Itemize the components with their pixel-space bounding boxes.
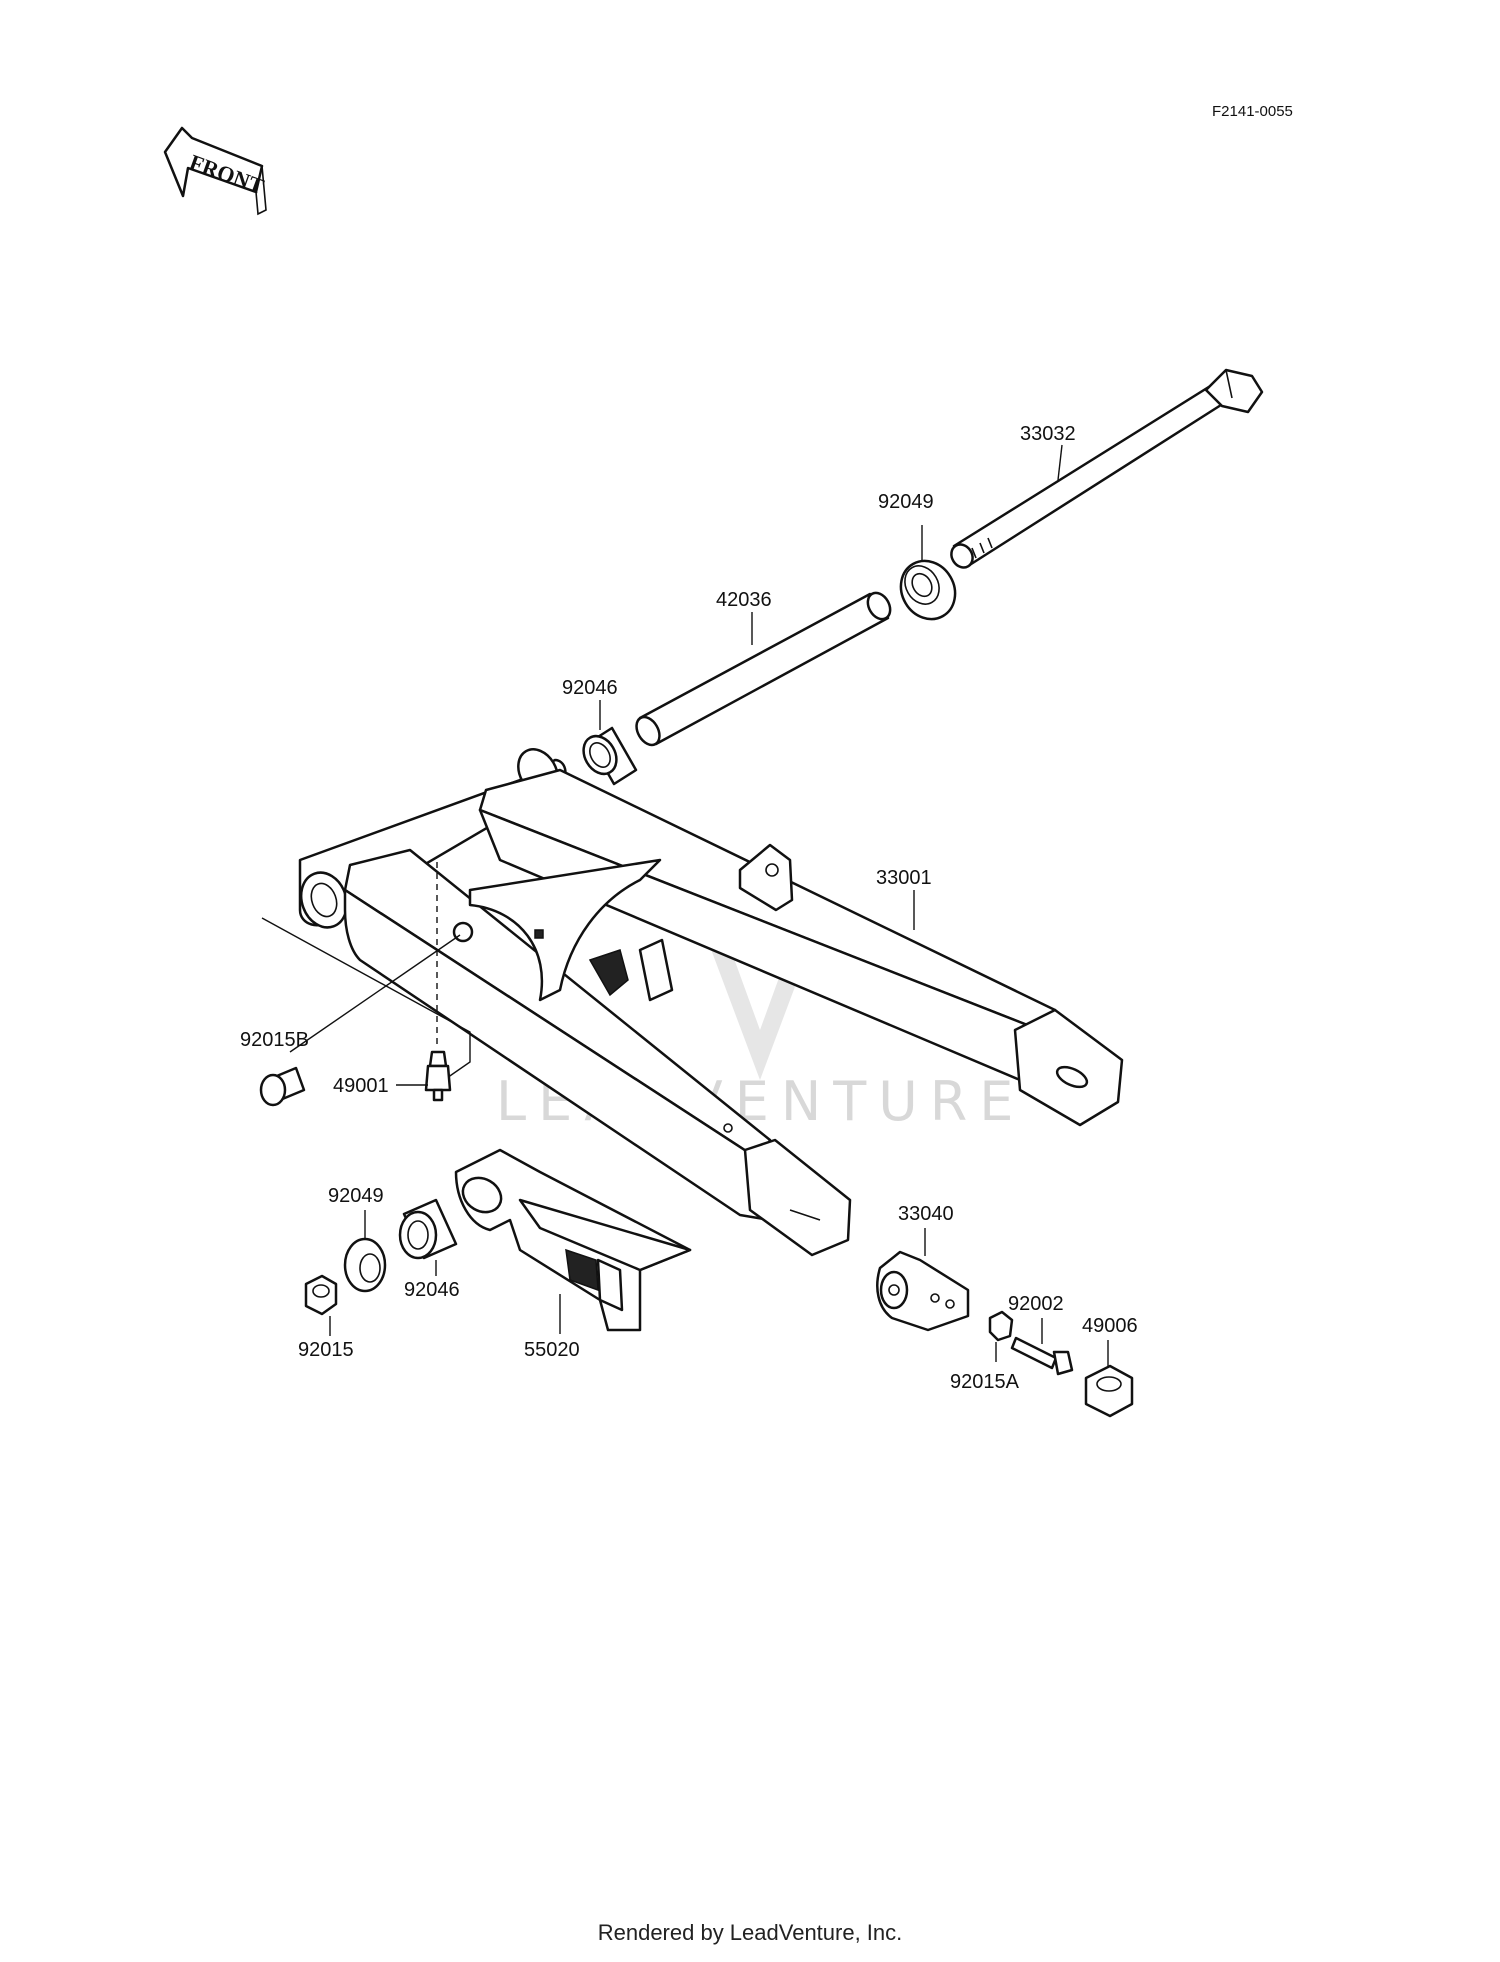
bearing-92046-top bbox=[582, 726, 638, 786]
callout-55020: 55020 bbox=[524, 1339, 580, 1361]
callout-92049-bottom: 92049 bbox=[328, 1185, 384, 1207]
chain-guide-pointer bbox=[261, 917, 471, 1081]
pivot-shaft-33032 bbox=[950, 368, 1264, 569]
callout-92046-bottom: 92046 bbox=[404, 1279, 460, 1301]
footer-credit: Rendered by LeadVenture, Inc. bbox=[597, 1920, 903, 1945]
callout-92015B: 92015B bbox=[240, 1029, 309, 1051]
diagram-code: F2141-0055 bbox=[1212, 103, 1293, 120]
callout-92046-top: 92046 bbox=[562, 677, 618, 699]
nut-49006 bbox=[1084, 1364, 1134, 1418]
swing-arm-33001 bbox=[298, 748, 1124, 1257]
chain-guide-55020 bbox=[454, 1148, 692, 1332]
callout-49006: 49006 bbox=[1082, 1315, 1138, 1337]
callout-92015A: 92015A bbox=[950, 1371, 1020, 1393]
cap-92015B bbox=[259, 1066, 306, 1107]
nut-92015A bbox=[988, 1310, 1014, 1342]
callout-92015: 92015 bbox=[298, 1339, 354, 1361]
callout-42036: 42036 bbox=[716, 589, 772, 611]
front-arrow-icon: FRONT bbox=[163, 126, 268, 216]
sleeve-42036 bbox=[635, 591, 892, 747]
adjuster-33040 bbox=[876, 1250, 970, 1332]
callout-92002: 92002 bbox=[1008, 1293, 1064, 1315]
seal-92049-top bbox=[899, 559, 957, 621]
callout-33040: 33040 bbox=[898, 1203, 954, 1225]
seal-92049-bottom bbox=[343, 1237, 387, 1293]
callout-33032: 33032 bbox=[1020, 423, 1076, 445]
bolt-92002 bbox=[1010, 1336, 1074, 1376]
leader-33032 bbox=[1057, 444, 1063, 481]
grease-nipple-49001 bbox=[424, 1050, 452, 1102]
callout-49001: 49001 bbox=[333, 1075, 389, 1097]
nut-92015 bbox=[304, 1274, 338, 1316]
callout-33001: 33001 bbox=[876, 867, 932, 889]
leader-92015B bbox=[289, 934, 461, 1053]
bearing-92046-bottom bbox=[398, 1198, 458, 1260]
callout-92049-top: 92049 bbox=[878, 491, 934, 513]
